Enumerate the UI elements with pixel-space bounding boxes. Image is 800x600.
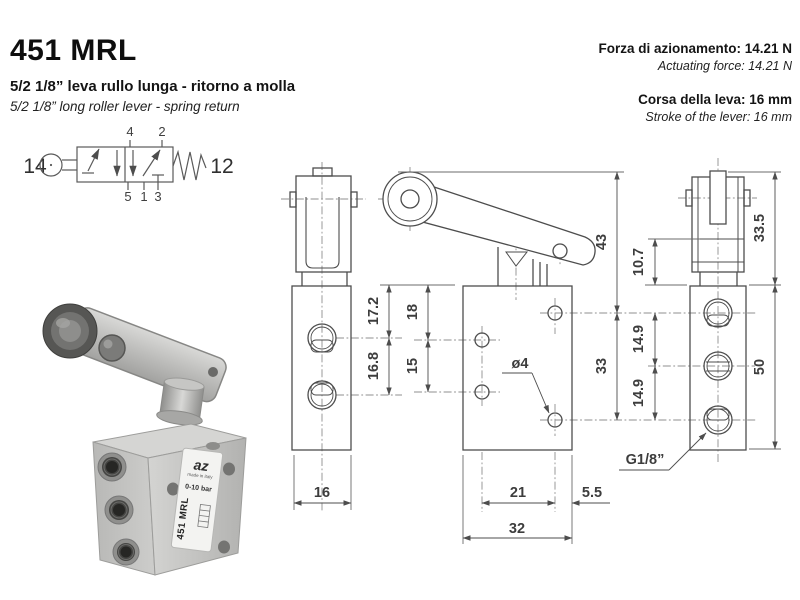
symbol-port-14-label: 14 xyxy=(23,155,47,178)
front-view-port-bottom xyxy=(307,380,337,410)
dim-top-10-7: 10.7 xyxy=(631,248,647,276)
rear-view-port-3 xyxy=(703,405,733,435)
rear-view-roller xyxy=(709,170,727,225)
product-photo: az made in italy 0-10 bar 451 MRL xyxy=(42,303,247,576)
side-view xyxy=(382,171,596,451)
spec-force-en: Actuating force: 14.21 N xyxy=(657,59,792,73)
dim-front-16-8: 16.8 xyxy=(366,352,382,380)
subtitle-english: 5/2 1/8” long roller lever - spring retu… xyxy=(10,99,240,114)
side-view-plunger-mark xyxy=(505,251,529,267)
dim-lever-33-5: 33.5 xyxy=(752,214,768,242)
rear-view-port-2 xyxy=(703,351,733,381)
dim-pitch-14-9a: 14.9 xyxy=(631,325,647,353)
dim-side-15: 15 xyxy=(405,358,421,374)
dim-pitch-21: 21 xyxy=(510,485,526,501)
dim-height-50: 50 xyxy=(752,359,768,375)
rear-view-body xyxy=(689,285,747,451)
symbol-port-5-label: 5 xyxy=(124,189,131,204)
photo-ports xyxy=(97,452,140,566)
symbol-port-3-label: 3 xyxy=(154,189,161,204)
photo-label-symbol-icon xyxy=(197,504,211,528)
dim-front-17-2: 17.2 xyxy=(366,297,382,325)
dim-thread-g18: G1/8” xyxy=(626,452,665,468)
front-view-port-top xyxy=(307,323,337,353)
symbol-port-2-label: 2 xyxy=(158,124,165,139)
spec-force-it: Forza di azionamento: 14.21 N xyxy=(598,41,792,56)
side-view-body xyxy=(462,285,573,451)
front-view-body xyxy=(291,285,352,451)
dim-pitch-14-9b: 14.9 xyxy=(631,379,647,407)
dim-lever-43: 43 xyxy=(594,234,610,250)
rear-view-port-1 xyxy=(703,298,733,328)
centerlines xyxy=(281,158,757,512)
photo-label-brand: az xyxy=(193,456,210,474)
dimension-labels: 17.2 16.8 18 15 16 43 33 10.7 14.9 14.9 … xyxy=(314,214,768,537)
subtitle-italian: 5/2 1/8” leva rullo lunga - ritorno a mo… xyxy=(10,78,296,95)
roller-actuator-icon xyxy=(39,153,63,177)
symbol-port-4-label: 4 xyxy=(126,124,133,139)
photo-roller-pin xyxy=(98,334,126,362)
photo-label-model: 451 MRL xyxy=(175,497,191,541)
photo-roller xyxy=(42,303,98,359)
side-view-lever xyxy=(403,180,596,266)
spec-stroke-en: Stroke of the lever: 16 mm xyxy=(645,110,792,124)
dim-holes-33: 33 xyxy=(594,358,610,374)
pneumatic-symbol: 14 12 4 2 xyxy=(23,124,233,204)
page-title: 451 MRL xyxy=(10,34,137,67)
symbol-port-1-label: 1 xyxy=(140,189,147,204)
front-view xyxy=(289,167,358,451)
photo-label: az made in italy 0-10 bar 451 MRL xyxy=(170,447,224,553)
dim-hole-dia-4: ø4 xyxy=(512,356,529,372)
rear-view xyxy=(685,170,751,451)
photo-pin-highlight xyxy=(103,339,113,349)
spec-stroke-it: Corsa della leva: 16 mm xyxy=(638,92,792,107)
dim-offset-5-5: 5.5 xyxy=(582,485,602,501)
photo-label-pressure: 0-10 bar xyxy=(185,483,213,493)
photo-lever-hole xyxy=(208,367,218,377)
dim-width-32: 32 xyxy=(509,521,525,537)
symbol-port-12-label: 12 xyxy=(210,155,233,178)
spec-block: Forza di azionamento: 14.21 N Actuating … xyxy=(598,40,792,126)
dim-side-18: 18 xyxy=(405,304,421,320)
dimension-lines xyxy=(293,171,778,541)
photo-label-origin: made in italy xyxy=(187,472,213,480)
dim-front-width-16: 16 xyxy=(314,485,330,501)
photo-plunger xyxy=(156,377,205,426)
spring-return-icon xyxy=(172,149,207,181)
